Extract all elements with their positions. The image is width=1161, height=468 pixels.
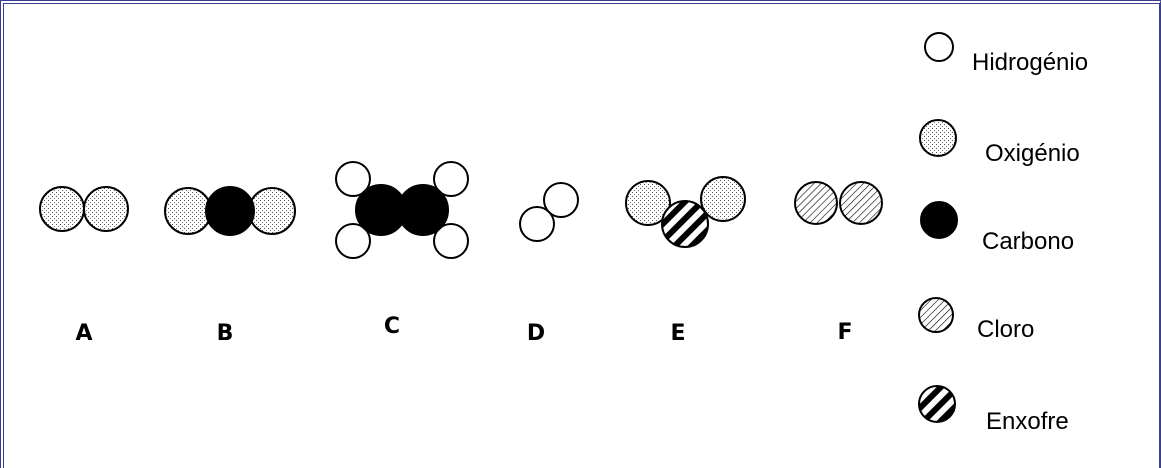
molecule-c: [335, 161, 469, 259]
oxygen-atom: [39, 186, 85, 232]
hydrogen-atom: [433, 223, 469, 259]
sulfur-swatch-icon: [918, 385, 956, 423]
legend-chlorine-label: Cloro: [977, 316, 1035, 343]
molecule-b: [164, 186, 296, 236]
oxygen-atom: [625, 180, 671, 226]
hydrogen-atom: [335, 161, 371, 197]
legend-hydrogen-label: Hidrogénio: [972, 49, 1089, 76]
sulfur-atom: [661, 200, 709, 248]
hydrogen-swatch-icon: [924, 32, 954, 62]
hydrogen-atom: [519, 206, 555, 242]
molecule-d: [519, 182, 579, 242]
hydrogen-atom: [543, 182, 579, 218]
oxygen-atom: [83, 186, 129, 232]
chlorine-atom: [794, 181, 838, 225]
legend-sulfur-label: Enxofre: [986, 408, 1069, 435]
legend-oxygen-label: Oxigénio: [985, 140, 1080, 167]
label-b: B: [216, 321, 234, 346]
molecule-f: [794, 181, 883, 225]
molecule-e: [625, 176, 746, 248]
label-f: F: [837, 320, 853, 345]
oxygen-atom: [700, 176, 746, 222]
legend-swatches: [918, 32, 958, 423]
label-a: A: [75, 321, 93, 346]
label-d: D: [526, 321, 546, 346]
chlorine-atom: [839, 181, 883, 225]
carbon-atom: [397, 184, 449, 236]
hydrogen-atom: [335, 223, 371, 259]
label-c: C: [383, 314, 401, 339]
carbon-swatch-icon: [920, 201, 958, 239]
label-e: E: [670, 321, 686, 346]
oxygen-atom: [164, 187, 212, 235]
oxygen-swatch-icon: [919, 119, 957, 157]
oxygen-atom: [248, 187, 296, 235]
legend-carbon-label: Carbono: [982, 228, 1075, 255]
hydrogen-atom: [433, 161, 469, 197]
carbon-atom: [205, 186, 255, 236]
chlorine-swatch-icon: [918, 297, 954, 333]
molecule-a: [39, 186, 129, 232]
